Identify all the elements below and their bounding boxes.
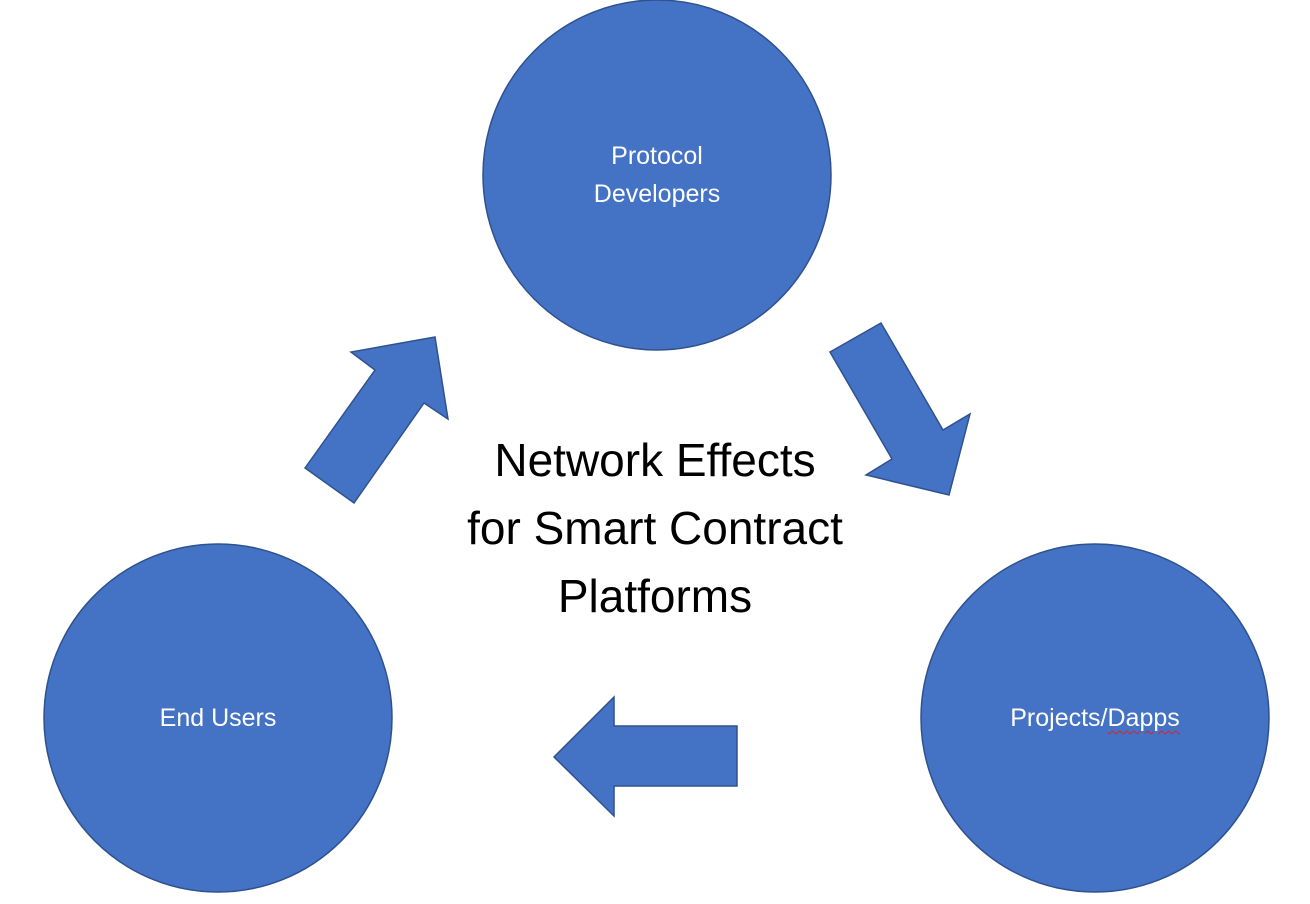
label-projects-dapps: Projects/Dapps (945, 699, 1245, 737)
protocol-line2: Developers (593, 180, 721, 208)
arrow-projects-to-users (552, 695, 738, 818)
title-line1: Network Effects (494, 434, 816, 486)
projects-misspelled-word: Dapps (1107, 704, 1180, 732)
projects-prefix: Projects/ (1010, 704, 1108, 732)
title-line3: Platforms (557, 570, 753, 622)
protocol-line1: Protocol (611, 142, 703, 170)
arrow-protocol-to-projects (828, 321, 972, 496)
arrow-users-to-protocol (303, 336, 450, 505)
diagram-title: Network Effects for Smart Contract Platf… (410, 426, 900, 630)
circle-end-users (43, 543, 393, 893)
title-line2: for Smart Contract (467, 502, 843, 554)
label-protocol-developers: Protocol Developers (557, 137, 757, 213)
circle-protocol-developers (482, 0, 832, 351)
circle-projects-dapps (920, 543, 1270, 893)
label-end-users: End Users (159, 704, 277, 732)
